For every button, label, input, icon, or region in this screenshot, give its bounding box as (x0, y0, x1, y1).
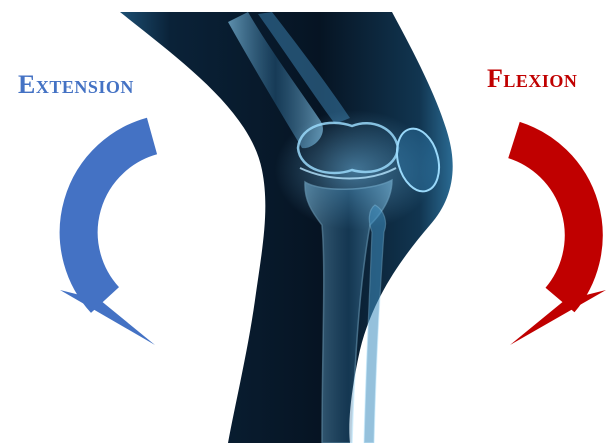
extension-label: Extension (18, 70, 134, 100)
flexion-arrow-body (514, 140, 584, 300)
extension-arrow-head (60, 290, 155, 345)
extension-arrow (60, 136, 155, 345)
flexion-arrow (510, 140, 606, 345)
extension-arrow-body (79, 136, 152, 300)
knee-xray-illustration (120, 12, 453, 443)
flexion-label: Flexion (487, 64, 577, 94)
